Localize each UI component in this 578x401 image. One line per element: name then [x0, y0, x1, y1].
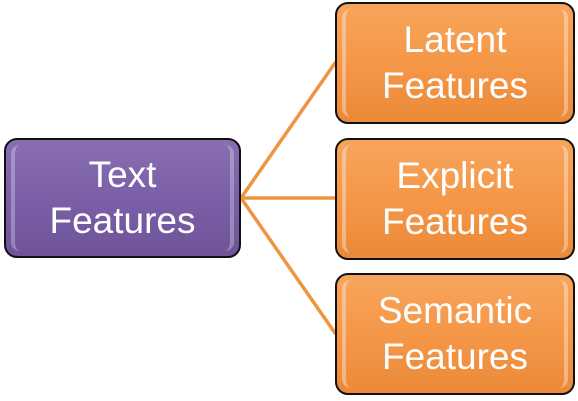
child-node-explicit-features[interactable]: Explicit Features: [335, 138, 575, 260]
child-node-label: Explicit Features: [382, 153, 528, 245]
child-node-semantic-features[interactable]: Semantic Features: [335, 273, 575, 395]
connector-to-semantic-features: [239, 196, 337, 335]
child-node-label-line2: Features: [381, 336, 528, 377]
child-node-label-line2: Features: [381, 201, 528, 242]
root-node-label: Text Features: [49, 152, 195, 244]
root-node-text-features[interactable]: Text Features: [4, 138, 241, 258]
connector-to-latent-features: [239, 61, 337, 200]
child-node-label-line1: Semantic: [377, 290, 533, 331]
child-node-label: Semantic Features: [378, 288, 532, 380]
child-node-label-line2: Features: [381, 65, 528, 106]
child-node-label: Latent Features: [382, 17, 528, 109]
child-node-label-line1: Explicit: [396, 155, 514, 196]
child-node-latent-features[interactable]: Latent Features: [335, 2, 575, 124]
root-node-label-line2: Features: [49, 200, 196, 241]
root-node-label-line1: Text: [88, 154, 157, 195]
child-node-label-line1: Latent: [403, 19, 507, 60]
